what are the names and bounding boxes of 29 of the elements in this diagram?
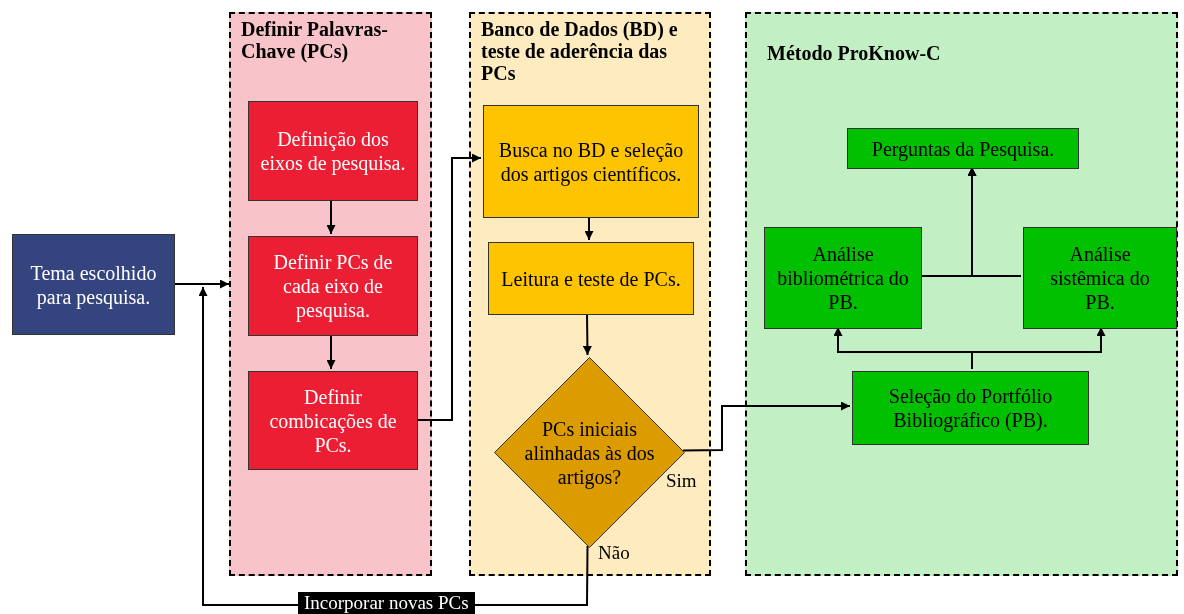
group-title: Definir Palavras-Chave (PCs) xyxy=(241,18,389,62)
process-box: Análise bibliométrica do PB. xyxy=(764,227,922,329)
arrow xyxy=(174,279,230,289)
edge-label: Sim xyxy=(666,470,697,492)
arrow xyxy=(326,198,336,235)
decision-text: PCs iniciais alinhadas às dos artigos? xyxy=(523,416,656,489)
edge-label: Incorporar novas PCs xyxy=(298,592,475,614)
group-title: Banco de Dados (BD) e teste de aderência das PCs xyxy=(481,18,679,84)
process-box: Definição dos eixos de pesquisa. xyxy=(248,101,418,201)
process-box: Busca no BD e seleção dos artigos científicos. xyxy=(483,105,699,218)
group-panel xyxy=(469,12,711,576)
process-box: Definir combicações de PCs. xyxy=(248,371,418,470)
arrow xyxy=(682,401,851,452)
process-box: Seleção do Portfólio Bibliográfico (PB). xyxy=(852,371,1089,445)
branch-label: Não xyxy=(598,542,630,564)
process-box: Leitura e teste de PCs. xyxy=(488,242,694,315)
arrow xyxy=(326,333,336,370)
process-box: Perguntas da Pesquisa. xyxy=(847,128,1079,169)
process-box: Análise sistêmica do PB. xyxy=(1023,227,1177,329)
group-title: Método ProKnow-C xyxy=(767,42,942,64)
group-panel xyxy=(745,12,1178,576)
arrow xyxy=(967,166,1022,277)
process-box: Definir PCs de cada eixo de pesquisa. xyxy=(248,236,418,336)
process-box: Tema escolhido para pesquisa. xyxy=(12,234,175,335)
group-panel xyxy=(229,12,432,576)
arrow xyxy=(415,153,482,421)
arrow xyxy=(582,312,592,356)
arrow xyxy=(971,326,1106,370)
arrow xyxy=(584,215,594,241)
